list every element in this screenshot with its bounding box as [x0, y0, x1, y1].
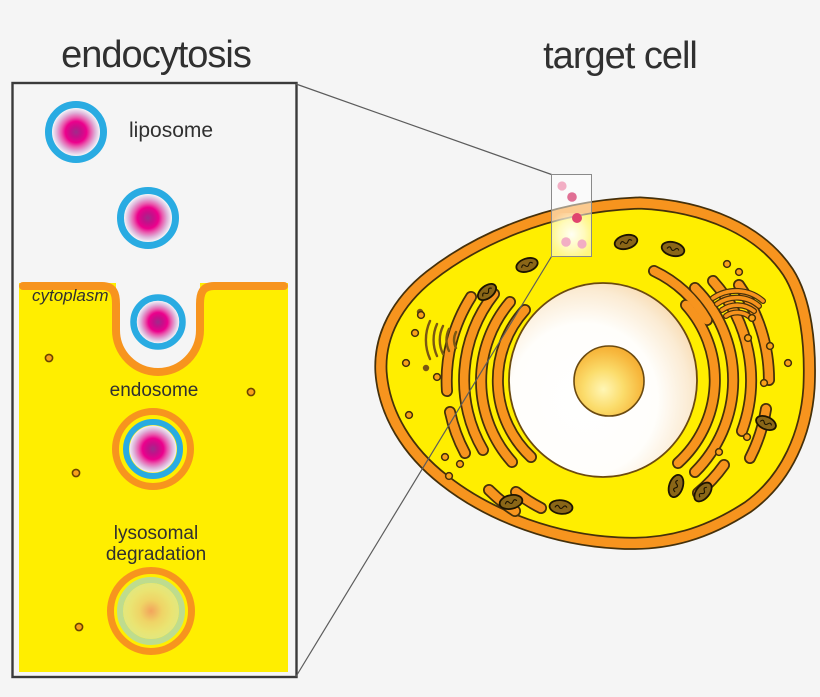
vesicle-dot	[722, 259, 732, 269]
mitochondrion	[476, 282, 498, 302]
liposome-approaching	[117, 187, 179, 249]
golgi-vesicle	[422, 364, 430, 372]
golgi-cisterna	[720, 303, 756, 313]
er-strip	[745, 404, 771, 463]
cell-vesicles	[401, 259, 793, 481]
vesicle-dot	[416, 310, 426, 320]
mitochondrion	[515, 257, 539, 273]
er-strip	[690, 283, 738, 477]
granule-dot	[71, 468, 81, 478]
mitochondrion	[660, 240, 686, 258]
vesicle-dot	[432, 372, 442, 382]
liposome-core	[137, 301, 179, 343]
liposome-in-pit	[130, 294, 186, 350]
zoom-region-border	[551, 174, 592, 257]
endoplasmic-reticulum	[442, 266, 774, 516]
granule-dot	[44, 353, 54, 363]
vesicle-dot	[742, 432, 752, 442]
golgi-cisterna	[424, 319, 432, 361]
er-strip	[493, 305, 536, 462]
endosome-label: endosome	[109, 380, 199, 401]
er-strip	[511, 487, 546, 513]
mitochondrion	[613, 233, 639, 251]
connector-line-bottom	[295, 256, 553, 677]
panel-plasma-membrane	[19, 282, 288, 376]
vesicle-dot	[440, 452, 450, 462]
target-cell-title: target cell	[543, 35, 698, 77]
panel-granules	[44, 353, 256, 632]
liposome-bilayer	[130, 294, 186, 350]
endosome-vesicle	[112, 408, 194, 490]
vesicle-dot	[410, 328, 420, 338]
liposome	[45, 101, 107, 163]
vesicle-dot	[765, 341, 775, 351]
lysosomal-degradation-label: lysosomal degradation	[105, 523, 207, 565]
er-strip	[649, 266, 712, 325]
liposome-bilayer	[45, 101, 107, 163]
endocytosis-title: endocytosis	[61, 34, 252, 76]
target-cell	[374, 196, 816, 550]
liposome-core	[124, 194, 172, 242]
vesicle-dot	[401, 358, 411, 368]
er-strip	[442, 292, 476, 396]
vesicle-dot	[455, 459, 465, 469]
vesicle-dot	[714, 447, 724, 457]
nucleolus	[573, 345, 645, 417]
golgi-cisterna	[453, 330, 458, 350]
liposome-label: liposome	[129, 119, 214, 142]
degraded-core	[123, 583, 179, 639]
golgi-cisterna	[445, 327, 451, 353]
er-strip	[673, 300, 720, 468]
connector-line-top	[295, 83, 552, 176]
released-liposome-particles	[557, 181, 587, 249]
mitochondrion	[693, 481, 713, 503]
golgi-apparatus-right	[711, 289, 765, 319]
golgi-cisterna	[438, 324, 445, 356]
pink-particle	[561, 237, 571, 247]
golgi-cisterna	[715, 295, 761, 308]
endosome-core	[129, 425, 177, 473]
endosome-membrane	[112, 408, 194, 490]
cell-membrane-band	[376, 198, 815, 549]
cytoplasm-label: cytoplasm	[32, 286, 109, 305]
endocytosis-panel	[11, 81, 298, 679]
mitochondrion	[548, 499, 574, 515]
vesicle-dot	[444, 471, 454, 481]
golgi-cisterna	[432, 322, 439, 358]
mitochondria	[476, 233, 777, 515]
lysosome-degradation-vesicle	[107, 567, 195, 655]
er-strip	[476, 297, 517, 467]
vesicle-dot	[734, 267, 744, 277]
er-strip	[445, 407, 470, 458]
er-strip	[459, 289, 499, 455]
pink-particle	[567, 192, 577, 202]
mitochondrion	[755, 415, 777, 431]
vesicle-dot	[759, 378, 769, 388]
golgi-apparatus-left	[416, 308, 458, 372]
pink-particle	[557, 181, 567, 191]
pink-particle	[572, 213, 582, 223]
lysosome-membrane	[107, 567, 195, 655]
mitochondrion	[498, 494, 524, 510]
endosome-liposome-membrane	[123, 419, 183, 479]
zoom-region	[551, 174, 592, 257]
liposome-bilayer	[117, 187, 179, 249]
golgi-cisterna	[711, 289, 765, 303]
mitochondrion	[667, 473, 685, 499]
lysosome-inner-ring	[117, 577, 185, 645]
liposome-core	[52, 108, 100, 156]
vesicle-dot	[743, 333, 753, 343]
vesicle-dot	[747, 313, 757, 323]
granule-dot	[74, 622, 84, 632]
vesicle-dot	[404, 410, 414, 420]
vesicle-dot	[783, 358, 793, 368]
pink-particle	[577, 239, 587, 249]
granule-dot	[246, 387, 256, 397]
